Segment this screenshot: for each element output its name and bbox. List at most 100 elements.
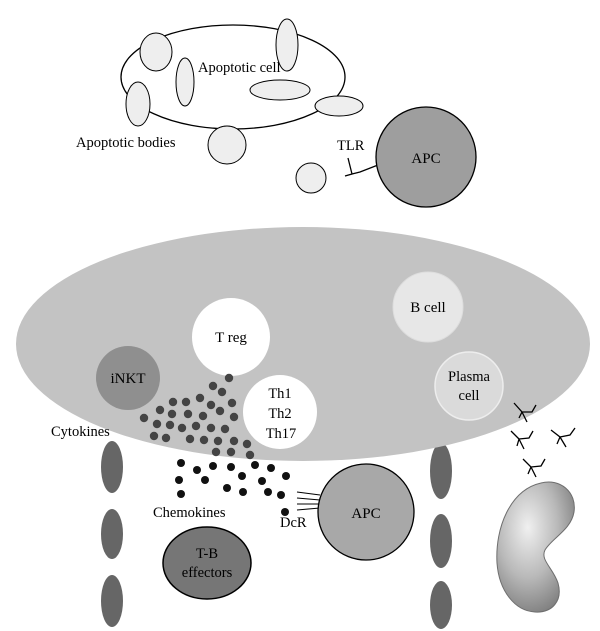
b-cell-label: B cell: [410, 300, 445, 316]
chemokine-dot: [177, 490, 185, 498]
apc-top-label: APC: [411, 151, 440, 167]
plasma-label-line2: cell: [459, 388, 480, 404]
cytokine-dot: [165, 420, 175, 430]
apoptotic-body: [295, 162, 327, 194]
apoptotic-cell: Apoptotic cell Apoptotic bodies: [76, 18, 364, 194]
vessel-segment: [430, 514, 452, 568]
vessel-walls-right: [430, 443, 452, 629]
vessel-segment: [101, 509, 123, 559]
apc-bottom-label: APC: [351, 506, 380, 522]
cytokine-dot: [206, 400, 216, 410]
chemokine-dot: [264, 488, 272, 496]
chemokine-dot: [201, 476, 209, 484]
cytokine-dot: [245, 450, 255, 460]
chemokine-dot: [277, 491, 285, 499]
inkt-cell: [96, 346, 160, 410]
antibodies: [510, 402, 576, 478]
apoptotic-body: [249, 79, 311, 101]
antibody-icon: [510, 430, 534, 450]
cytokine-dot: [195, 393, 205, 403]
chemokine-dot: [175, 476, 183, 484]
th-cell: [243, 375, 317, 449]
cytokine-dot: [224, 373, 234, 383]
apoptotic-body: [175, 57, 195, 107]
cytokine-dot: [168, 397, 178, 407]
inkt-label: iNKT: [111, 371, 146, 387]
apoptotic-body: [275, 18, 299, 72]
b-cell: [392, 271, 464, 343]
cytokine-dot: [161, 433, 171, 443]
chemokine-dot: [223, 484, 231, 492]
tb-label-line2: effectors: [182, 565, 233, 581]
apoptotic-cell-label: Apoptotic cell: [198, 60, 281, 76]
cytokine-dot: [220, 424, 230, 434]
cytokine-dot: [185, 434, 195, 444]
chemokine-dot: [177, 459, 185, 467]
apc-bottom-group: APC DcR: [280, 463, 415, 561]
apoptotic-body: [139, 32, 173, 72]
chemokines-label: Chemokines: [153, 505, 226, 521]
th17-label: Th17: [266, 426, 297, 442]
cytokine-dot: [198, 411, 208, 421]
cytokine-dot: [211, 447, 221, 457]
cytokine-dot: [229, 412, 239, 422]
cytokine-dot: [242, 439, 252, 449]
apoptotic-body: [314, 95, 364, 117]
t-reg-cell: [192, 298, 270, 376]
chemokine-dot: [282, 472, 290, 480]
vessel-segment: [101, 575, 123, 627]
chemokine-dots: [175, 459, 290, 516]
cytokine-dot: [181, 397, 191, 407]
cytokine-dot: [208, 381, 218, 391]
cytokine-dot: [177, 423, 187, 433]
vessel-segment: [101, 441, 123, 493]
cytokine-dot: [149, 431, 159, 441]
chemokine-dot: [227, 463, 235, 471]
cytokine-dot: [217, 387, 227, 397]
cytokine-dot: [199, 435, 209, 445]
chemokine-dot: [238, 472, 246, 480]
apoptotic-body: [207, 125, 247, 165]
cytokine-dot: [213, 436, 223, 446]
chemokine-dot: [251, 461, 259, 469]
vessel-segment: [430, 443, 452, 499]
cytokine-dot: [139, 413, 149, 423]
antibody-icon: [522, 458, 546, 478]
apoptotic-body: [125, 81, 151, 127]
apc-top-group: TLR APC: [337, 106, 477, 208]
vessel-segment: [430, 581, 452, 629]
kidney-icon: [496, 481, 575, 613]
plasma-label-line1: Plasma: [448, 369, 490, 385]
plasma-cell: [434, 351, 504, 421]
chemokine-dot: [193, 466, 201, 474]
cytokines-label: Cytokines: [51, 424, 110, 440]
chemokine-dot: [239, 488, 247, 496]
antibody-icon: [550, 427, 576, 448]
chemokine-dot: [209, 462, 217, 470]
cytokine-dot: [227, 398, 237, 408]
dcr-receptor-icon: [296, 491, 321, 511]
chemokine-dot: [258, 477, 266, 485]
cytokine-dot: [215, 406, 225, 416]
cytokine-dot: [191, 421, 201, 431]
th1-label: Th1: [268, 386, 291, 402]
antibody-icon: [513, 402, 537, 423]
cytokine-dot: [206, 423, 216, 433]
tlr-receptor-icon: [344, 157, 379, 177]
chemokine-dot: [281, 508, 289, 516]
cytokine-dots: [139, 373, 255, 460]
cytokine-dot: [226, 447, 236, 457]
apc-bottom-cell: [317, 463, 415, 561]
cytokine-dot: [183, 409, 193, 419]
apc-top-cell: [375, 106, 477, 208]
vessel-walls-left: [101, 441, 123, 627]
dcr-label: DcR: [280, 515, 307, 531]
apoptotic-bodies-label: Apoptotic bodies: [76, 135, 176, 151]
tlr-label: TLR: [337, 138, 365, 154]
cytokine-dot: [167, 409, 177, 419]
cytokine-dot: [229, 436, 239, 446]
th2-label: Th2: [268, 406, 291, 422]
tb-effectors-cell: [162, 526, 252, 600]
tb-label-line1: T-B: [196, 546, 218, 562]
cytokine-dot: [152, 419, 162, 429]
